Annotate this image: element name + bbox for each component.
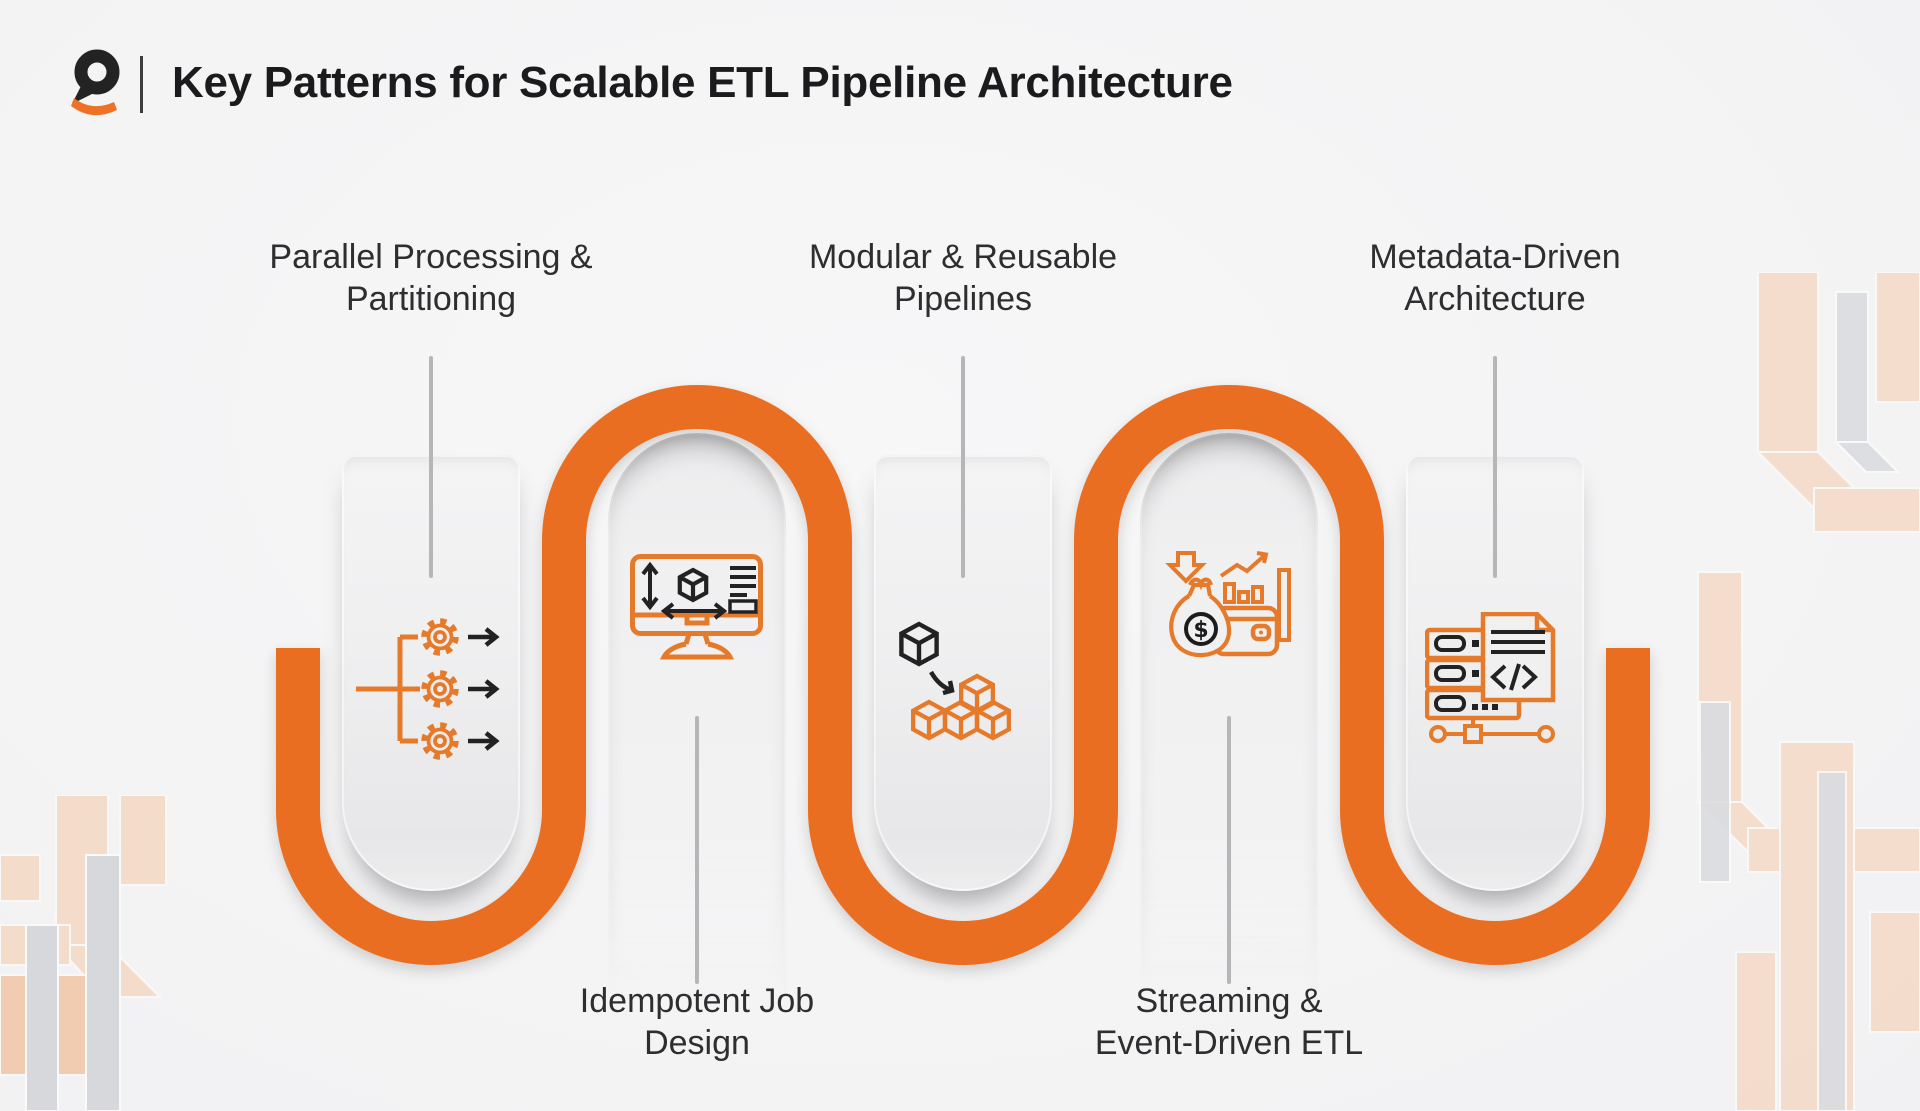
step-4-label: Streaming & Event-Driven ETL [1095,980,1363,1064]
header: Key Patterns for Scalable ETL Pipeline A… [0,0,1920,150]
money-analytics-wallet-icon: $ [1165,551,1291,658]
header-divider [140,56,143,113]
connector-step-1 [429,356,433,578]
label-line: Pipelines [894,280,1032,318]
label-line: Metadata-Driven [1369,238,1621,276]
page-title: Key Patterns for Scalable ETL Pipeline A… [172,58,1233,107]
connector-step-3 [961,356,965,578]
label-line: Modular & Reusable [808,238,1118,276]
label-line: Design [644,1024,750,1062]
stacked-cubes-icon [893,614,1033,746]
step-5-label: Metadata-Driven Architecture [1369,236,1620,320]
label-line: Parallel Processing & [269,238,593,276]
monitor-3d-cube-icon [630,554,763,660]
step-2-label: Idempotent Job Design [580,980,814,1064]
connector-step-2 [695,716,699,984]
brand-q-logo-icon [71,49,120,116]
server-code-document-icon [1425,612,1556,744]
connector-step-5 [1493,356,1497,578]
svg-text:$: $ [1193,618,1208,643]
connector-step-4 [1227,716,1231,984]
label-line: Architecture [1404,280,1586,318]
parallel-gears-icon [356,618,500,760]
label-line: Streaming & [1135,982,1323,1020]
label-line: Event-Driven ETL [1094,1024,1364,1062]
label-line: Partitioning [345,280,517,318]
step-1-label: Parallel Processing & Partitioning [269,236,592,320]
step-3-label: Modular & Reusable Pipelines [809,236,1117,320]
label-line: Idempotent Job [579,982,815,1020]
